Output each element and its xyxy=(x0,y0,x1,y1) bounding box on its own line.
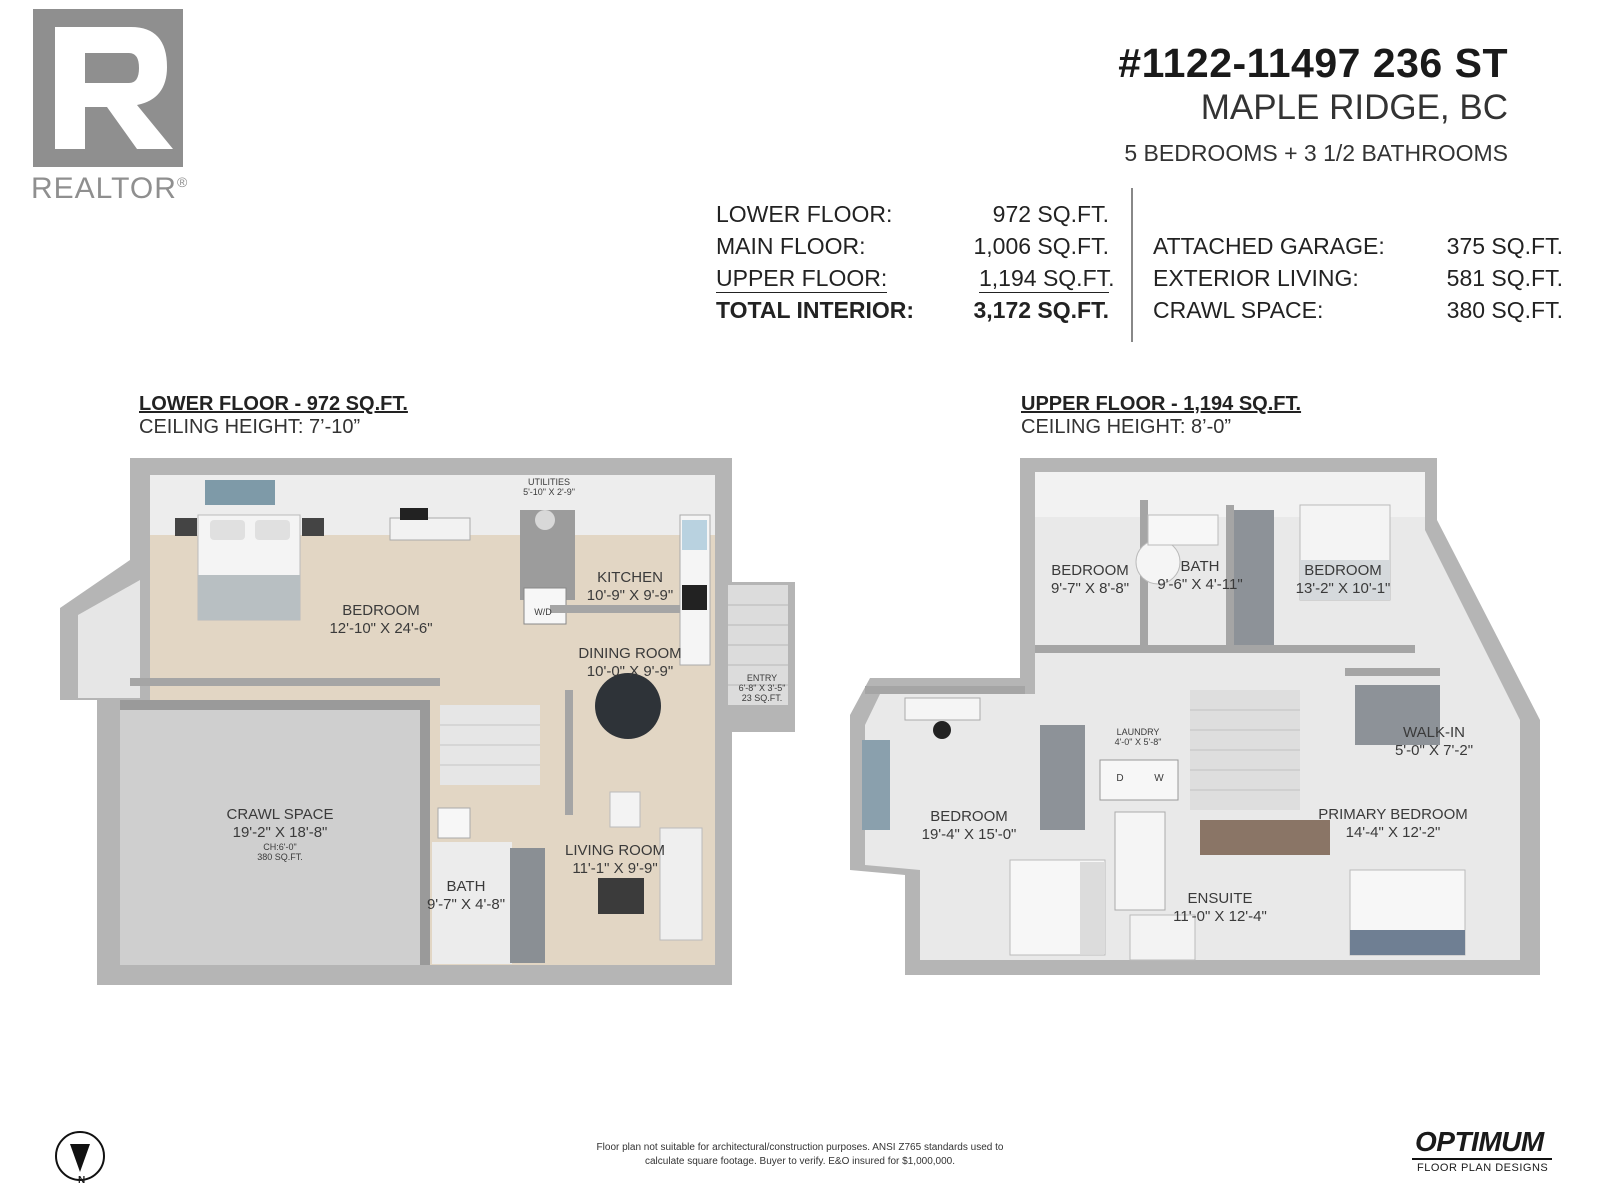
area-divider xyxy=(1131,188,1133,342)
room-dim: 11'-0" X 12'-4" xyxy=(1173,908,1267,925)
area-row-main: MAIN FLOOR: 1,006 SQ.FT. xyxy=(716,233,1109,261)
realtor-r-icon xyxy=(55,27,173,149)
room-label-bedroom-small: BEDROOM 9'-7" X 8'-8" xyxy=(1051,562,1129,598)
room-label-primary: PRIMARY BEDROOM 14'-4" X 12'-2" xyxy=(1318,806,1467,842)
washer-label: W xyxy=(1154,773,1164,784)
room-dim: 19'-2" X 18'-8" xyxy=(232,824,328,841)
disclaimer-line-1: Floor plan not suitable for architectura… xyxy=(596,1142,1004,1153)
area-label: TOTAL INTERIOR: xyxy=(716,297,915,323)
room-label-bath: BATH 9'-7" X 4'-8" xyxy=(427,878,505,914)
room-dim: 10'-0" X 9'-9" xyxy=(586,663,674,680)
room-label-walkin: WALK-IN 5'-0" X 7'-2" xyxy=(1395,724,1473,760)
upper-floor-ceiling: CEILING HEIGHT: 8’-0” xyxy=(1021,416,1232,438)
room-area: 380 SQ.FT. xyxy=(257,852,303,862)
room-dim: 9'-7" X 4'-8" xyxy=(426,896,506,913)
room-dim: 9'-7" X 8'-8" xyxy=(1050,580,1130,597)
room-dim: 13'-2" X 10'-1" xyxy=(1295,580,1391,597)
brand-name: OPTIMUM xyxy=(1415,1126,1544,1157)
area-label: EXTERIOR LIVING: xyxy=(1153,265,1359,291)
room-dim: 5'-0" X 7'-2" xyxy=(1394,742,1474,759)
property-address: #1122-11497 236 ST xyxy=(1118,40,1508,86)
room-name: DINING ROOM xyxy=(578,645,682,662)
room-label-laundry: LAUNDRY 4'-0" X 5'-8" xyxy=(1115,727,1162,747)
room-label-utilities: UTILITIES 5'-10" X 2'-9" xyxy=(523,477,575,497)
room-name: UTILITIES xyxy=(527,477,571,487)
room-dim: 4'-0" X 5'-8" xyxy=(1114,737,1162,747)
room-dim: 11'-1" X 9'-9" xyxy=(572,860,658,877)
room-dim: 19'-4" X 15'-0" xyxy=(921,826,1017,843)
room-name: BATH xyxy=(446,878,486,895)
disclaimer-line-2: calculate square footage. Buyer to verif… xyxy=(645,1156,955,1167)
compass-north-label: N xyxy=(78,1175,86,1186)
room-dim: 6'-8" X 3'-5" xyxy=(738,683,786,693)
area-value: 1,194 SQ.FT. xyxy=(979,265,1115,293)
disclaimer: Floor plan not suitable for architectura… xyxy=(560,1141,1040,1169)
room-label-entry: ENTRY 6'-8" X 3'-5" 23 SQ.FT. xyxy=(739,673,786,703)
room-name: BATH xyxy=(1180,558,1220,575)
room-name: BEDROOM xyxy=(930,808,1008,825)
room-area: 23 SQ.FT. xyxy=(741,693,783,703)
area-value: 3,172 SQ.FT. xyxy=(973,297,1109,323)
lower-floor-title: LOWER FLOOR - 972 SQ.FT. xyxy=(139,393,408,415)
room-name: ENSUITE xyxy=(1187,890,1253,907)
room-dim: 14'-4" X 12'-2" xyxy=(1345,824,1441,841)
room-label-bath-upper: BATH 9'-6" X 4'-11" xyxy=(1157,558,1242,594)
lower-floor-plan xyxy=(60,458,795,985)
area-label: ATTACHED GARAGE: xyxy=(1153,233,1385,259)
realtor-word: REALTOR xyxy=(31,172,177,205)
registered-mark: ® xyxy=(176,174,189,190)
room-name: PRIMARY BEDROOM xyxy=(1318,806,1468,823)
room-name: CRAWL SPACE xyxy=(226,806,334,823)
room-label-bedroom-right: BEDROOM 13'-2" X 10'-1" xyxy=(1296,562,1391,598)
washer-dryer-label: W/D xyxy=(534,607,552,617)
area-row-garage: ATTACHED GARAGE: 375 SQ.FT. xyxy=(1153,233,1563,261)
room-name: BEDROOM xyxy=(1051,562,1129,579)
room-label-living: LIVING ROOM 11'-1" X 9'-9" xyxy=(565,842,665,878)
north-compass-icon xyxy=(55,1131,105,1181)
area-label: CRAWL SPACE: xyxy=(1153,297,1324,323)
room-summary: 5 BEDROOMS + 3 1/2 BATHROOMS xyxy=(1124,140,1508,166)
brand-tagline: FLOOR PLAN DESIGNS xyxy=(1417,1162,1549,1174)
area-value: 375 SQ.FT. xyxy=(1446,233,1563,259)
area-label: UPPER FLOOR: xyxy=(716,265,888,293)
property-city: MAPLE RIDGE, BC xyxy=(1200,88,1508,127)
upper-floor-title: UPPER FLOOR - 1,194 SQ.FT. xyxy=(1021,393,1302,415)
room-label-crawl: CRAWL SPACE 19'-2" X 18'-8" CH:6'-0" 380… xyxy=(227,806,334,862)
realtor-wordmark: REALTOR® xyxy=(31,172,188,206)
dryer-label: D xyxy=(1116,773,1124,784)
room-label-bedroom: BEDROOM 12'-10" X 24'-6" xyxy=(329,602,432,638)
room-name: ENTRY xyxy=(746,673,778,683)
room-name: BEDROOM xyxy=(342,602,420,619)
area-label: MAIN FLOOR: xyxy=(716,233,866,259)
area-value: 581 SQ.FT. xyxy=(1446,265,1563,291)
room-name: KITCHEN xyxy=(597,569,663,586)
area-value: 972 SQ.FT. xyxy=(992,201,1109,227)
room-dim: 5'-10" X 2'-9" xyxy=(523,487,575,497)
area-value: 380 SQ.FT. xyxy=(1446,297,1563,323)
area-row-total: TOTAL INTERIOR: 3,172 SQ.FT. xyxy=(716,297,1109,325)
area-row-lower: LOWER FLOOR: 972 SQ.FT. xyxy=(716,201,1109,229)
room-dim: 9'-6" X 4'-11" xyxy=(1157,576,1243,593)
lower-floor-ceiling: CEILING HEIGHT: 7’-10” xyxy=(139,416,361,438)
room-name: LAUNDRY xyxy=(1116,727,1160,737)
room-name: WALK-IN xyxy=(1403,724,1465,741)
area-value: 1,006 SQ.FT. xyxy=(973,233,1109,259)
room-name: LIVING ROOM xyxy=(564,842,666,859)
room-label-ensuite: ENSUITE 11'-0" X 12'-4" xyxy=(1173,890,1267,926)
area-row-upper: UPPER FLOOR: 1,194 SQ.FT. xyxy=(716,265,1115,293)
room-label-dining: DINING ROOM 10'-0" X 9'-9" xyxy=(578,645,681,681)
room-ceiling: CH:6'-0" xyxy=(263,842,297,852)
room-dim: 12'-10" X 24'-6" xyxy=(329,620,433,637)
brand-divider xyxy=(1412,1158,1552,1160)
area-label: LOWER FLOOR: xyxy=(716,201,893,227)
room-label-kitchen: KITCHEN 10'-9" X 9'-9" xyxy=(587,569,673,605)
room-label-bedroom-large: BEDROOM 19'-4" X 15'-0" xyxy=(922,808,1017,844)
area-row-crawl: CRAWL SPACE: 380 SQ.FT. xyxy=(1153,297,1563,325)
area-row-exterior: EXTERIOR LIVING: 581 SQ.FT. xyxy=(1153,265,1563,293)
upper-floor-plan xyxy=(850,458,1540,975)
room-name: BEDROOM xyxy=(1304,562,1382,579)
room-dim: 10'-9" X 9'-9" xyxy=(586,587,674,604)
